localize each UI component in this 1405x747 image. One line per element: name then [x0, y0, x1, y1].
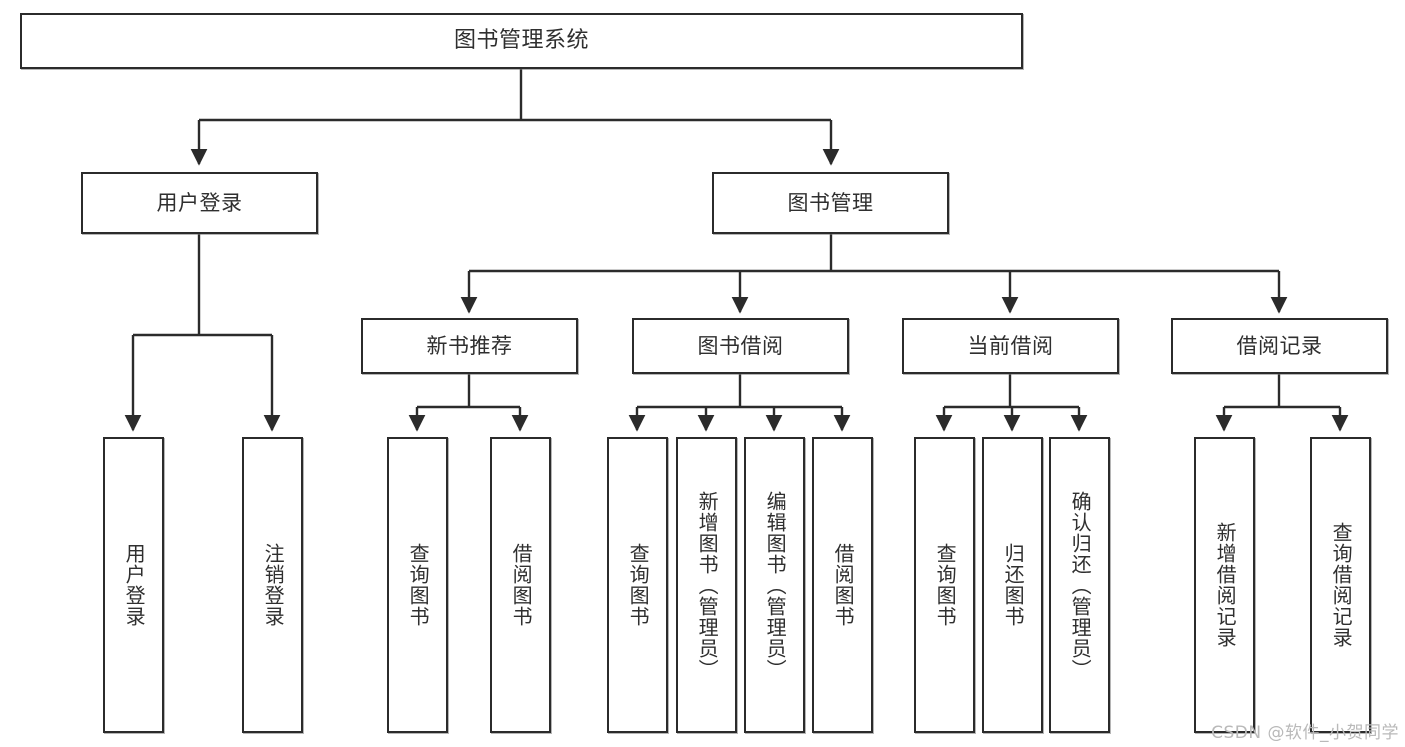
- leaf-return-book[interactable]: 归还图书: [982, 437, 1043, 733]
- node-label: 新书推荐: [426, 333, 513, 358]
- node-label: 新增图书（管理员）: [695, 490, 720, 680]
- node-book-management[interactable]: 图书管理: [712, 172, 949, 234]
- node-label: 注销登录: [261, 543, 286, 627]
- leaf-borrow-book-new-recommend[interactable]: 借阅图书: [490, 437, 551, 733]
- leaf-add-borrow-record[interactable]: 新增借阅记录: [1194, 437, 1255, 733]
- leaf-logout-login[interactable]: 注销登录: [242, 437, 303, 733]
- node-label: 查询图书: [626, 543, 651, 627]
- node-label: 当前借阅: [967, 333, 1054, 358]
- leaf-add-book-admin[interactable]: 新增图书（管理员）: [676, 437, 737, 733]
- node-label: 归还图书: [1001, 543, 1026, 627]
- node-label: 图书管理系统: [453, 28, 589, 54]
- node-label: 查询图书: [406, 543, 431, 627]
- node-label: 借阅图书: [831, 543, 856, 627]
- leaf-query-book-borrowing[interactable]: 查询图书: [607, 437, 668, 733]
- leaf-user-login[interactable]: 用户登录: [103, 437, 164, 733]
- node-label: 用户登录: [156, 190, 243, 215]
- leaf-query-borrow-record[interactable]: 查询借阅记录: [1310, 437, 1371, 733]
- leaf-edit-book-admin[interactable]: 编辑图书（管理员）: [744, 437, 805, 733]
- node-label: 查询图书: [933, 543, 958, 627]
- watermark-text: CSDN @软件_小贺同学: [1211, 723, 1399, 743]
- node-new-book-recommendation[interactable]: 新书推荐: [361, 318, 578, 374]
- node-borrowing-record[interactable]: 借阅记录: [1171, 318, 1388, 374]
- node-label: 编辑图书（管理员）: [763, 490, 788, 680]
- node-label: 图书管理: [787, 190, 874, 215]
- node-label: 确认归还（管理员）: [1068, 490, 1093, 680]
- leaf-confirm-return-admin[interactable]: 确认归还（管理员）: [1049, 437, 1110, 733]
- leaf-query-book-new-recommend[interactable]: 查询图书: [387, 437, 448, 733]
- node-label: 借阅图书: [509, 543, 534, 627]
- node-label: 图书借阅: [697, 333, 784, 358]
- node-book-borrowing[interactable]: 图书借阅: [632, 318, 849, 374]
- node-label: 查询借阅记录: [1329, 522, 1354, 648]
- node-label: 借阅记录: [1236, 333, 1323, 358]
- node-user-login[interactable]: 用户登录: [81, 172, 318, 234]
- leaf-query-book-current[interactable]: 查询图书: [914, 437, 975, 733]
- node-current-borrowing[interactable]: 当前借阅: [902, 318, 1119, 374]
- node-book-management-system[interactable]: 图书管理系统: [20, 13, 1023, 69]
- leaf-borrow-book-borrowing[interactable]: 借阅图书: [812, 437, 873, 733]
- node-label: 用户登录: [122, 543, 147, 627]
- node-label: 新增借阅记录: [1213, 522, 1238, 648]
